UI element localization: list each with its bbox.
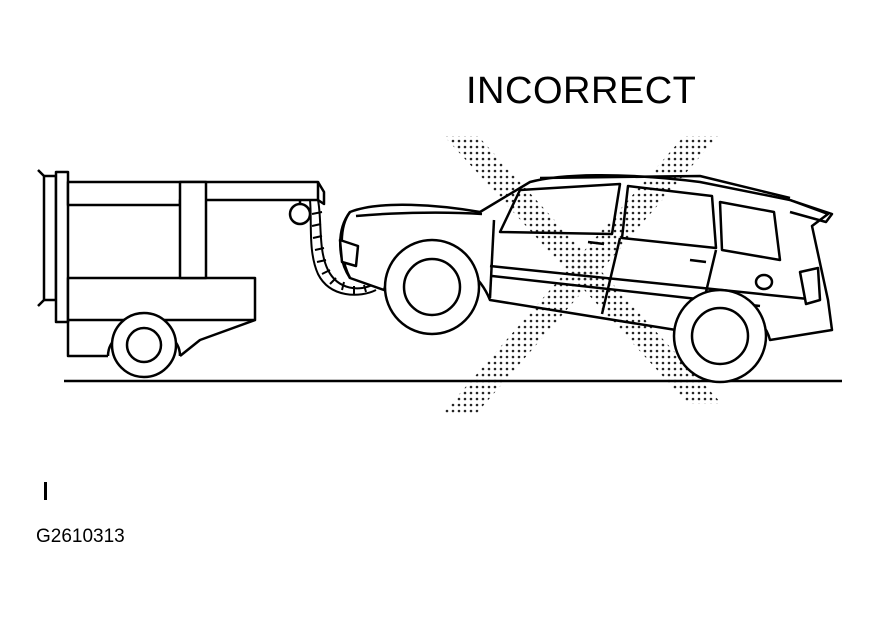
tow-sling (309, 199, 377, 296)
revision-bar (44, 482, 47, 500)
figure-code: G2610313 (36, 526, 125, 547)
diagram-title: INCORRECT (466, 70, 697, 112)
tow-truck-rear-wheel (110, 311, 178, 379)
suv-front-wheel (383, 238, 481, 336)
tow-truck (37, 169, 326, 358)
x-icon (442, 136, 722, 414)
suv-rear-wheel (672, 288, 768, 384)
